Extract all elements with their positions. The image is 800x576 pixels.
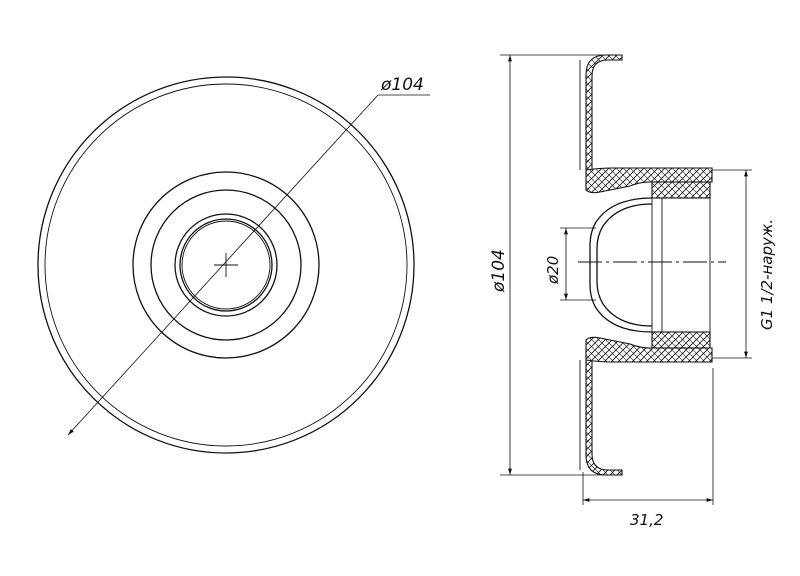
side-view: ø104 ø20 G1 1/2-наруж. 31,2 [489, 54, 776, 529]
thread-label: G1 1/2-наруж. [758, 219, 776, 330]
side-height-label: ø104 [489, 249, 509, 293]
boss-outer-circle [132, 171, 320, 359]
socket-inner-curve [596, 203, 653, 327]
boss-top-section [585, 167, 713, 194]
socket-outer-curve [589, 197, 653, 333]
boss-bottom-section [585, 336, 713, 363]
front-view: ø104 [37, 75, 430, 454]
thread-insert-bottom [651, 331, 711, 349]
front-diameter-label: ø104 [380, 75, 424, 95]
outer-flange-inner-edge [44, 83, 408, 447]
outer-flange-circle [37, 76, 415, 454]
thread-insert-top [651, 181, 711, 199]
flange-bottom-section [585, 359, 623, 476]
bore-inner-circle-2 [181, 220, 271, 310]
socket-diameter-label: ø20 [544, 256, 562, 285]
depth-label: 31,2 [630, 511, 663, 529]
bore-outer-circle [174, 213, 278, 317]
bore-inner-circle [179, 218, 273, 312]
flange-top-section [585, 54, 623, 171]
boss-step-circle [150, 189, 302, 341]
diameter-leader-line [67, 94, 379, 436]
